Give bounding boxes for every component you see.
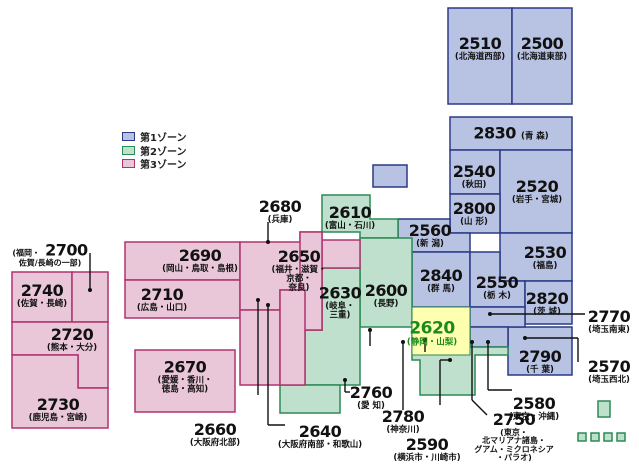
region-2670[interactable] xyxy=(134,349,236,413)
region-2580-box[interactable] xyxy=(469,326,509,348)
region-2600[interactable] xyxy=(359,237,413,328)
region-2740[interactable] xyxy=(11,271,73,323)
region-island-2[interactable] xyxy=(577,432,587,442)
region-island-4[interactable] xyxy=(603,432,613,442)
region-2830[interactable] xyxy=(449,116,573,151)
region-2770-box[interactable] xyxy=(469,306,526,328)
legend-item: 第1ゾーン xyxy=(122,130,186,144)
region-2510[interactable] xyxy=(447,7,513,105)
region-2540[interactable] xyxy=(449,149,501,195)
region-2530[interactable] xyxy=(499,232,573,282)
region-2730[interactable] xyxy=(11,354,109,429)
legend-swatch xyxy=(122,132,135,142)
region-2840[interactable] xyxy=(411,251,471,308)
region-2690[interactable] xyxy=(124,241,241,281)
region-2640-pink[interactable] xyxy=(279,289,306,386)
region-island-3[interactable] xyxy=(590,432,600,442)
region-2620[interactable] xyxy=(411,306,471,356)
region-2820[interactable] xyxy=(524,280,573,325)
legend-swatch xyxy=(122,159,135,169)
callout-leader-lines xyxy=(88,222,585,426)
legend-label: 第3ゾーン xyxy=(140,160,187,172)
region-2710[interactable] xyxy=(124,279,241,319)
region-sado-island[interactable] xyxy=(372,164,408,188)
zone-legend: 第1ゾーン第2ゾーン第3ゾーン xyxy=(122,130,186,171)
callout-dots xyxy=(88,240,527,382)
zone3-regions xyxy=(11,231,361,429)
zone1-regions xyxy=(372,7,573,376)
region-2520[interactable] xyxy=(499,149,573,234)
region-2640-box[interactable] xyxy=(279,384,341,414)
region-2800[interactable] xyxy=(449,193,501,234)
region-2790[interactable] xyxy=(507,326,573,376)
legend-swatch xyxy=(122,145,135,155)
region-island-5[interactable] xyxy=(616,432,626,442)
legend-item: 第2ゾーン xyxy=(122,144,186,158)
region-island-1[interactable] xyxy=(597,400,611,418)
legend-label: 第2ゾーン xyxy=(140,146,187,158)
legend-item: 第3ゾーン xyxy=(122,157,186,171)
region-2500[interactable] xyxy=(511,7,573,105)
region-2610[interactable] xyxy=(321,194,399,239)
legend-label: 第1ゾーン xyxy=(140,133,187,145)
region-2660-box[interactable] xyxy=(239,309,281,386)
